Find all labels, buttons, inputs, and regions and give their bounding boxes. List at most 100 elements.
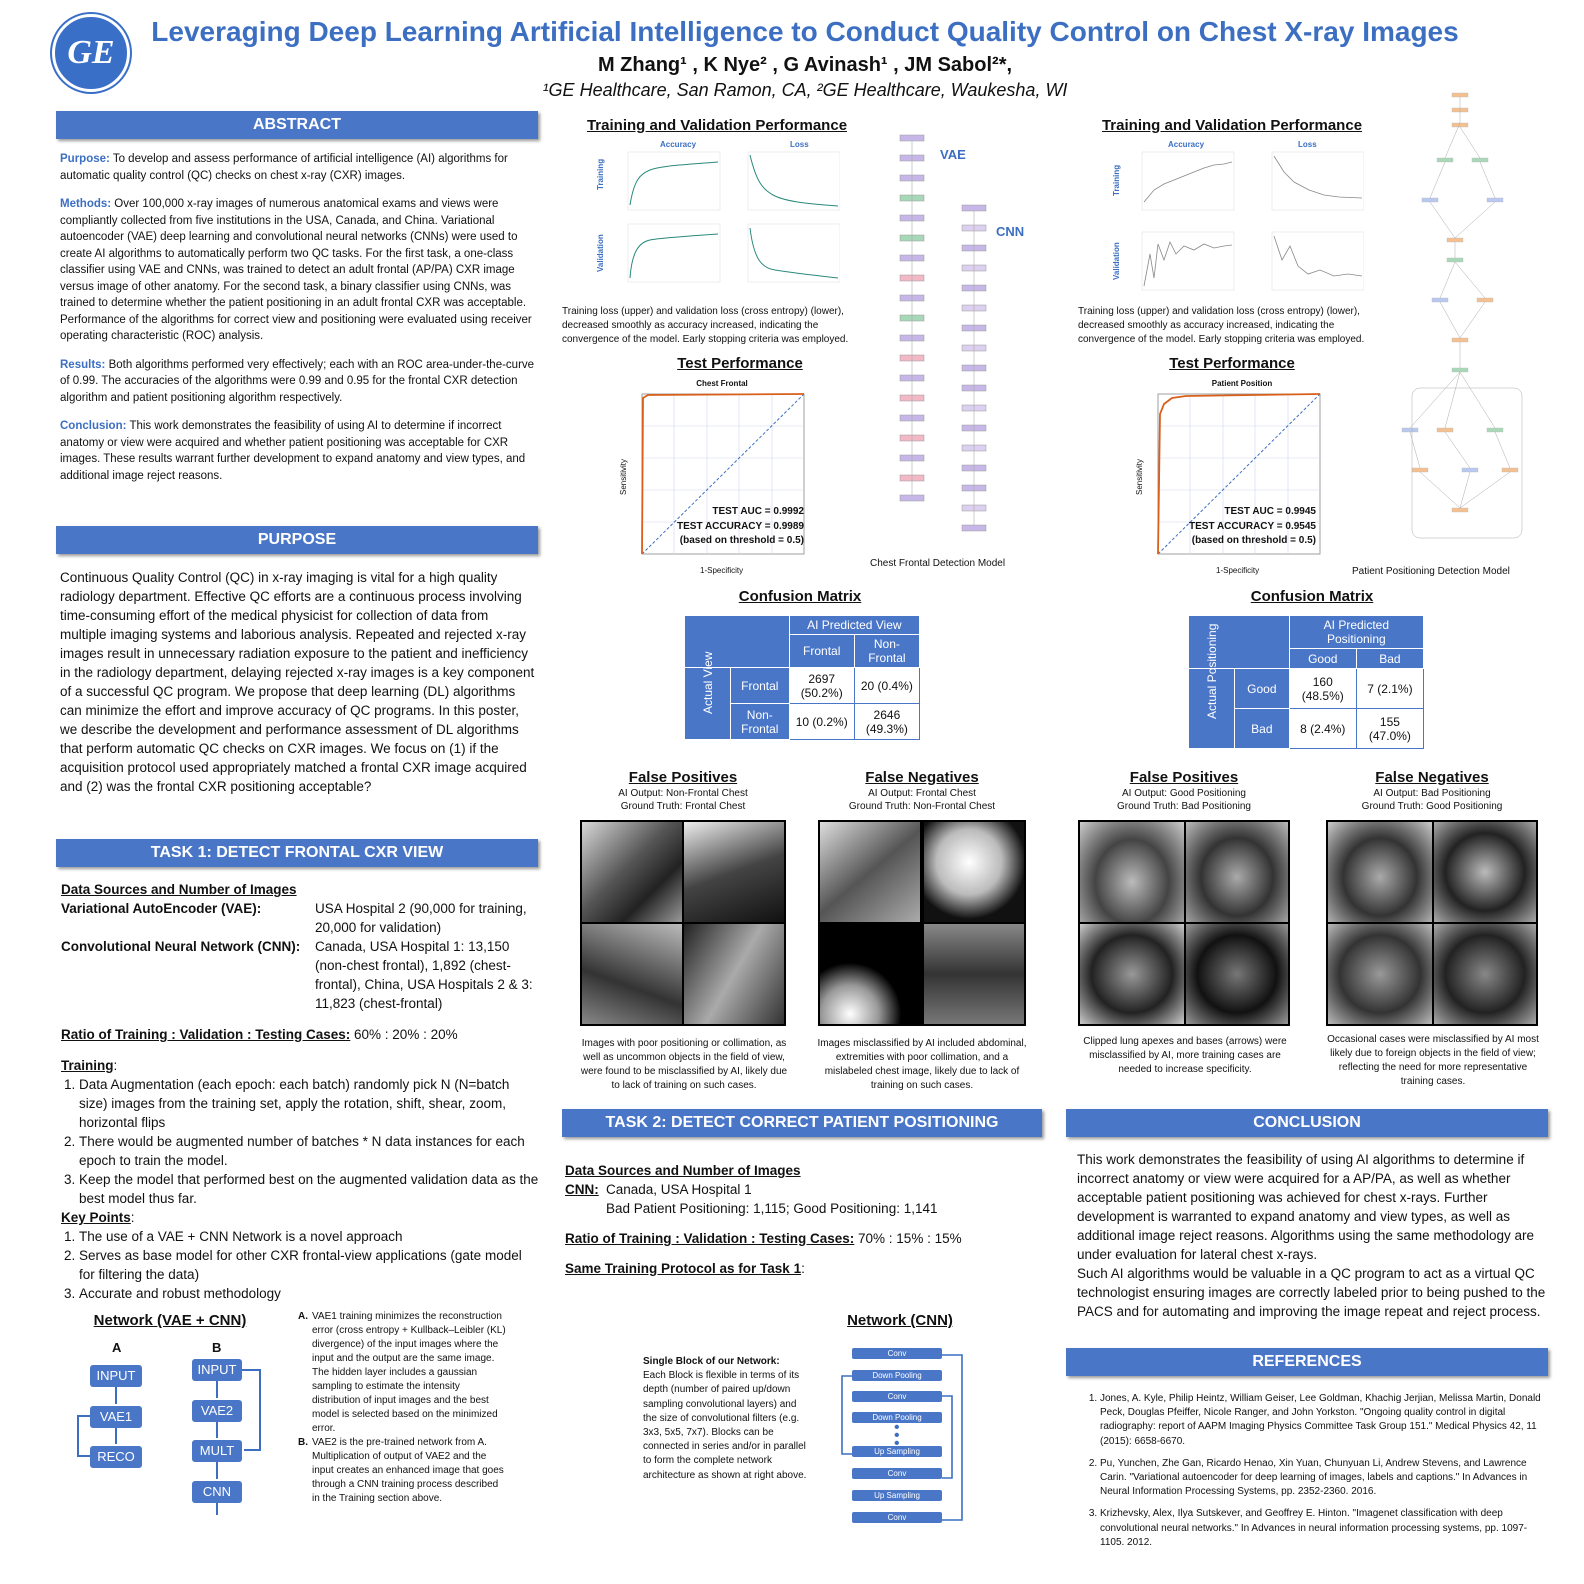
block-conv: Conv [852,1391,942,1402]
xray-image [1328,822,1432,922]
xray-image [924,924,1024,1024]
xray-image [582,924,682,1024]
list-item: Keep the model that performed best on th… [79,1170,541,1208]
xray-image [1434,822,1536,922]
xray-image [1186,924,1288,1024]
affiliations: ¹GE Healthcare, San Ramon, CA, ²GE Healt… [542,80,1068,100]
mid-validation-label: Validation [596,234,605,272]
right-fp-images [1078,820,1290,1026]
flow-arrows [77,1369,261,1515]
flow-b-input: INPUT [192,1359,242,1381]
list-item: Jones, A. Kyle, Philip Heintz, William G… [1100,1392,1546,1449]
xray-image [1328,924,1432,1024]
flow-b-cnn: CNN [192,1481,242,1503]
task1-ds-title: Data Sources and Number of Images [61,882,297,897]
abstract-body: Purpose: To develop and assess performan… [60,151,538,484]
right-fn-header: False Negatives AI Output: Bad Positioni… [1361,769,1503,812]
mid-training-label: Training [596,158,605,190]
right-tv-title: Training and Validation Performance [1101,117,1363,134]
mid-model-caption: Chest Frontal Detection Model [870,558,1006,569]
col-b-label: B [212,1340,222,1355]
xray-image [820,822,920,922]
right-fp-header: False Positives AI Output: Good Position… [1117,769,1251,812]
mid-roc-title: Chest Frontal [696,379,748,388]
mid-cm-title: Confusion Matrix [738,588,862,605]
block-conv: Conv [852,1468,942,1479]
cnn-skip-arrows [841,1354,963,1521]
network-notes: A.VAE1 training minimizes the reconstruc… [298,1310,508,1506]
conclusion-text: This work demonstrates the feasibility o… [1077,1152,1546,1319]
cnn-label: CNN [996,224,1025,239]
mid-tv-title: Training and Validation Performance [586,117,848,134]
task1-training-list: Data Augmentation (each epoch: each batc… [61,1075,541,1208]
list-item: Data Augmentation (each epoch: each batc… [79,1075,541,1132]
task1-ratio: Ratio of Training : Validation : Testing… [61,1027,458,1042]
purpose-heading: PURPOSE [56,526,538,554]
task2-same: Same Training Protocol as for Task 1: [565,1261,805,1276]
right-training-label: Training [1112,164,1121,196]
note-a: VAE1 training minimizes the reconstructi… [312,1311,506,1434]
vae-label: VAE [940,147,966,162]
right-loss-label: Loss [1298,140,1317,149]
block-up-sampling: Up Sampling [852,1446,942,1457]
list-item: Krizhevsky, Alex, Ilya Sutskever, and Ge… [1100,1507,1546,1550]
ge-logo: GE [52,14,130,92]
col-a-label: A [112,1340,122,1355]
right-fn-caption: Occasional cases were misclassified by A… [1327,1034,1539,1087]
mid-fp-caption: Images with poor positioning or collimat… [580,1038,788,1091]
mid-roc-stats: TEST AUC = 0.9992 TEST ACCURACY = 0.9989… [677,506,804,546]
xray-image [1080,924,1184,1024]
flow-b-vae2: VAE2 [192,1400,242,1422]
mid-acc-label: Accuracy [660,140,697,149]
right-validation-label: Validation [1112,242,1121,280]
logo-text: GE [67,34,115,71]
authors: M Zhang¹ , K Nye² , G Avinash¹ , JM Sabo… [597,54,1013,76]
right-tv-caption: Training loss (upper) and validation los… [1078,306,1365,345]
task1-key-title: Key Points: [61,1210,135,1225]
note-b: VAE2 is the pre-trained network from A. … [312,1437,504,1504]
task1-vae-row: Variational AutoEncoder (VAE): USA Hospi… [61,901,527,935]
mid-fp-header: False Positives AI Output: Non-Frontal C… [618,769,748,812]
purpose-text: Continuous Quality Control (QC) in x-ray… [60,570,535,794]
abstract-methods: Methods: Over 100,000 x-ray images of nu… [60,198,532,342]
mid-roc-ylabel: Sensitivity [619,458,628,495]
right-cm-title: Confusion Matrix [1250,588,1374,605]
flow-b-mult: MULT [192,1440,242,1462]
right-roc-title: Patient Position [1211,379,1273,388]
right-fn-images [1326,820,1538,1026]
list-item: There would be augmented number of batch… [79,1132,541,1170]
task2-body: Data Sources and Number of Images CNN: C… [565,1161,1035,1278]
flow-a-vae1: VAE1 [90,1406,142,1428]
list-item: Pu, Yunchen, Zhe Gan, Ricardo Henao, Xin… [1100,1457,1546,1500]
right-fp-caption: Clipped lung apexes and bases (arrows) w… [1083,1036,1287,1075]
abstract-conclusion: Conclusion: This work demonstrates the f… [60,420,526,482]
block-conv: Conv [852,1512,942,1523]
conclusion-heading: CONCLUSION [1066,1109,1548,1137]
task2-ratio: Ratio of Training : Validation : Testing… [565,1231,962,1246]
task2-heading: TASK 2: DETECT CORRECT PATIENT POSITIONI… [562,1109,1042,1137]
abstract-results: Results: Both algorithms performed very … [60,358,535,404]
network-cnn-title: Network (CNN) [847,1312,953,1329]
mid-fp-images [580,820,786,1026]
references-list: Jones, A. Kyle, Philip Heintz, William G… [1076,1392,1546,1550]
xray-image [1080,822,1184,922]
task1-body: Data Sources and Number of Images Variat… [61,880,541,1303]
block-conv: Conv [852,1348,942,1359]
right-roc-chart [1157,393,1321,555]
list-item: Accurate and robust methodology [79,1284,541,1303]
mid-fn-header: False Negatives AI Output: Frontal Chest… [848,769,996,812]
single-block-desc: Single Block of our Network: Each Block … [643,1356,807,1481]
right-roc-ylabel: Sensitivity [1135,458,1144,495]
xray-image [820,924,920,1024]
abstract-heading: ABSTRACT [56,111,538,139]
mid-fn-caption: Images misclassified by AI included abdo… [817,1038,1027,1091]
poster-title: Leveraging Deep Learning Artificial Inte… [151,16,1459,47]
mid-roc-xlabel: 1-Specificity [700,566,744,575]
abstract-purpose: Purpose: To develop and assess performan… [60,153,508,182]
xray-image [684,822,784,922]
block-ellipsis: ••• [894,1419,900,1452]
task1-cnn-row: Convolutional Neural Network (CNN): Cana… [61,939,533,1011]
